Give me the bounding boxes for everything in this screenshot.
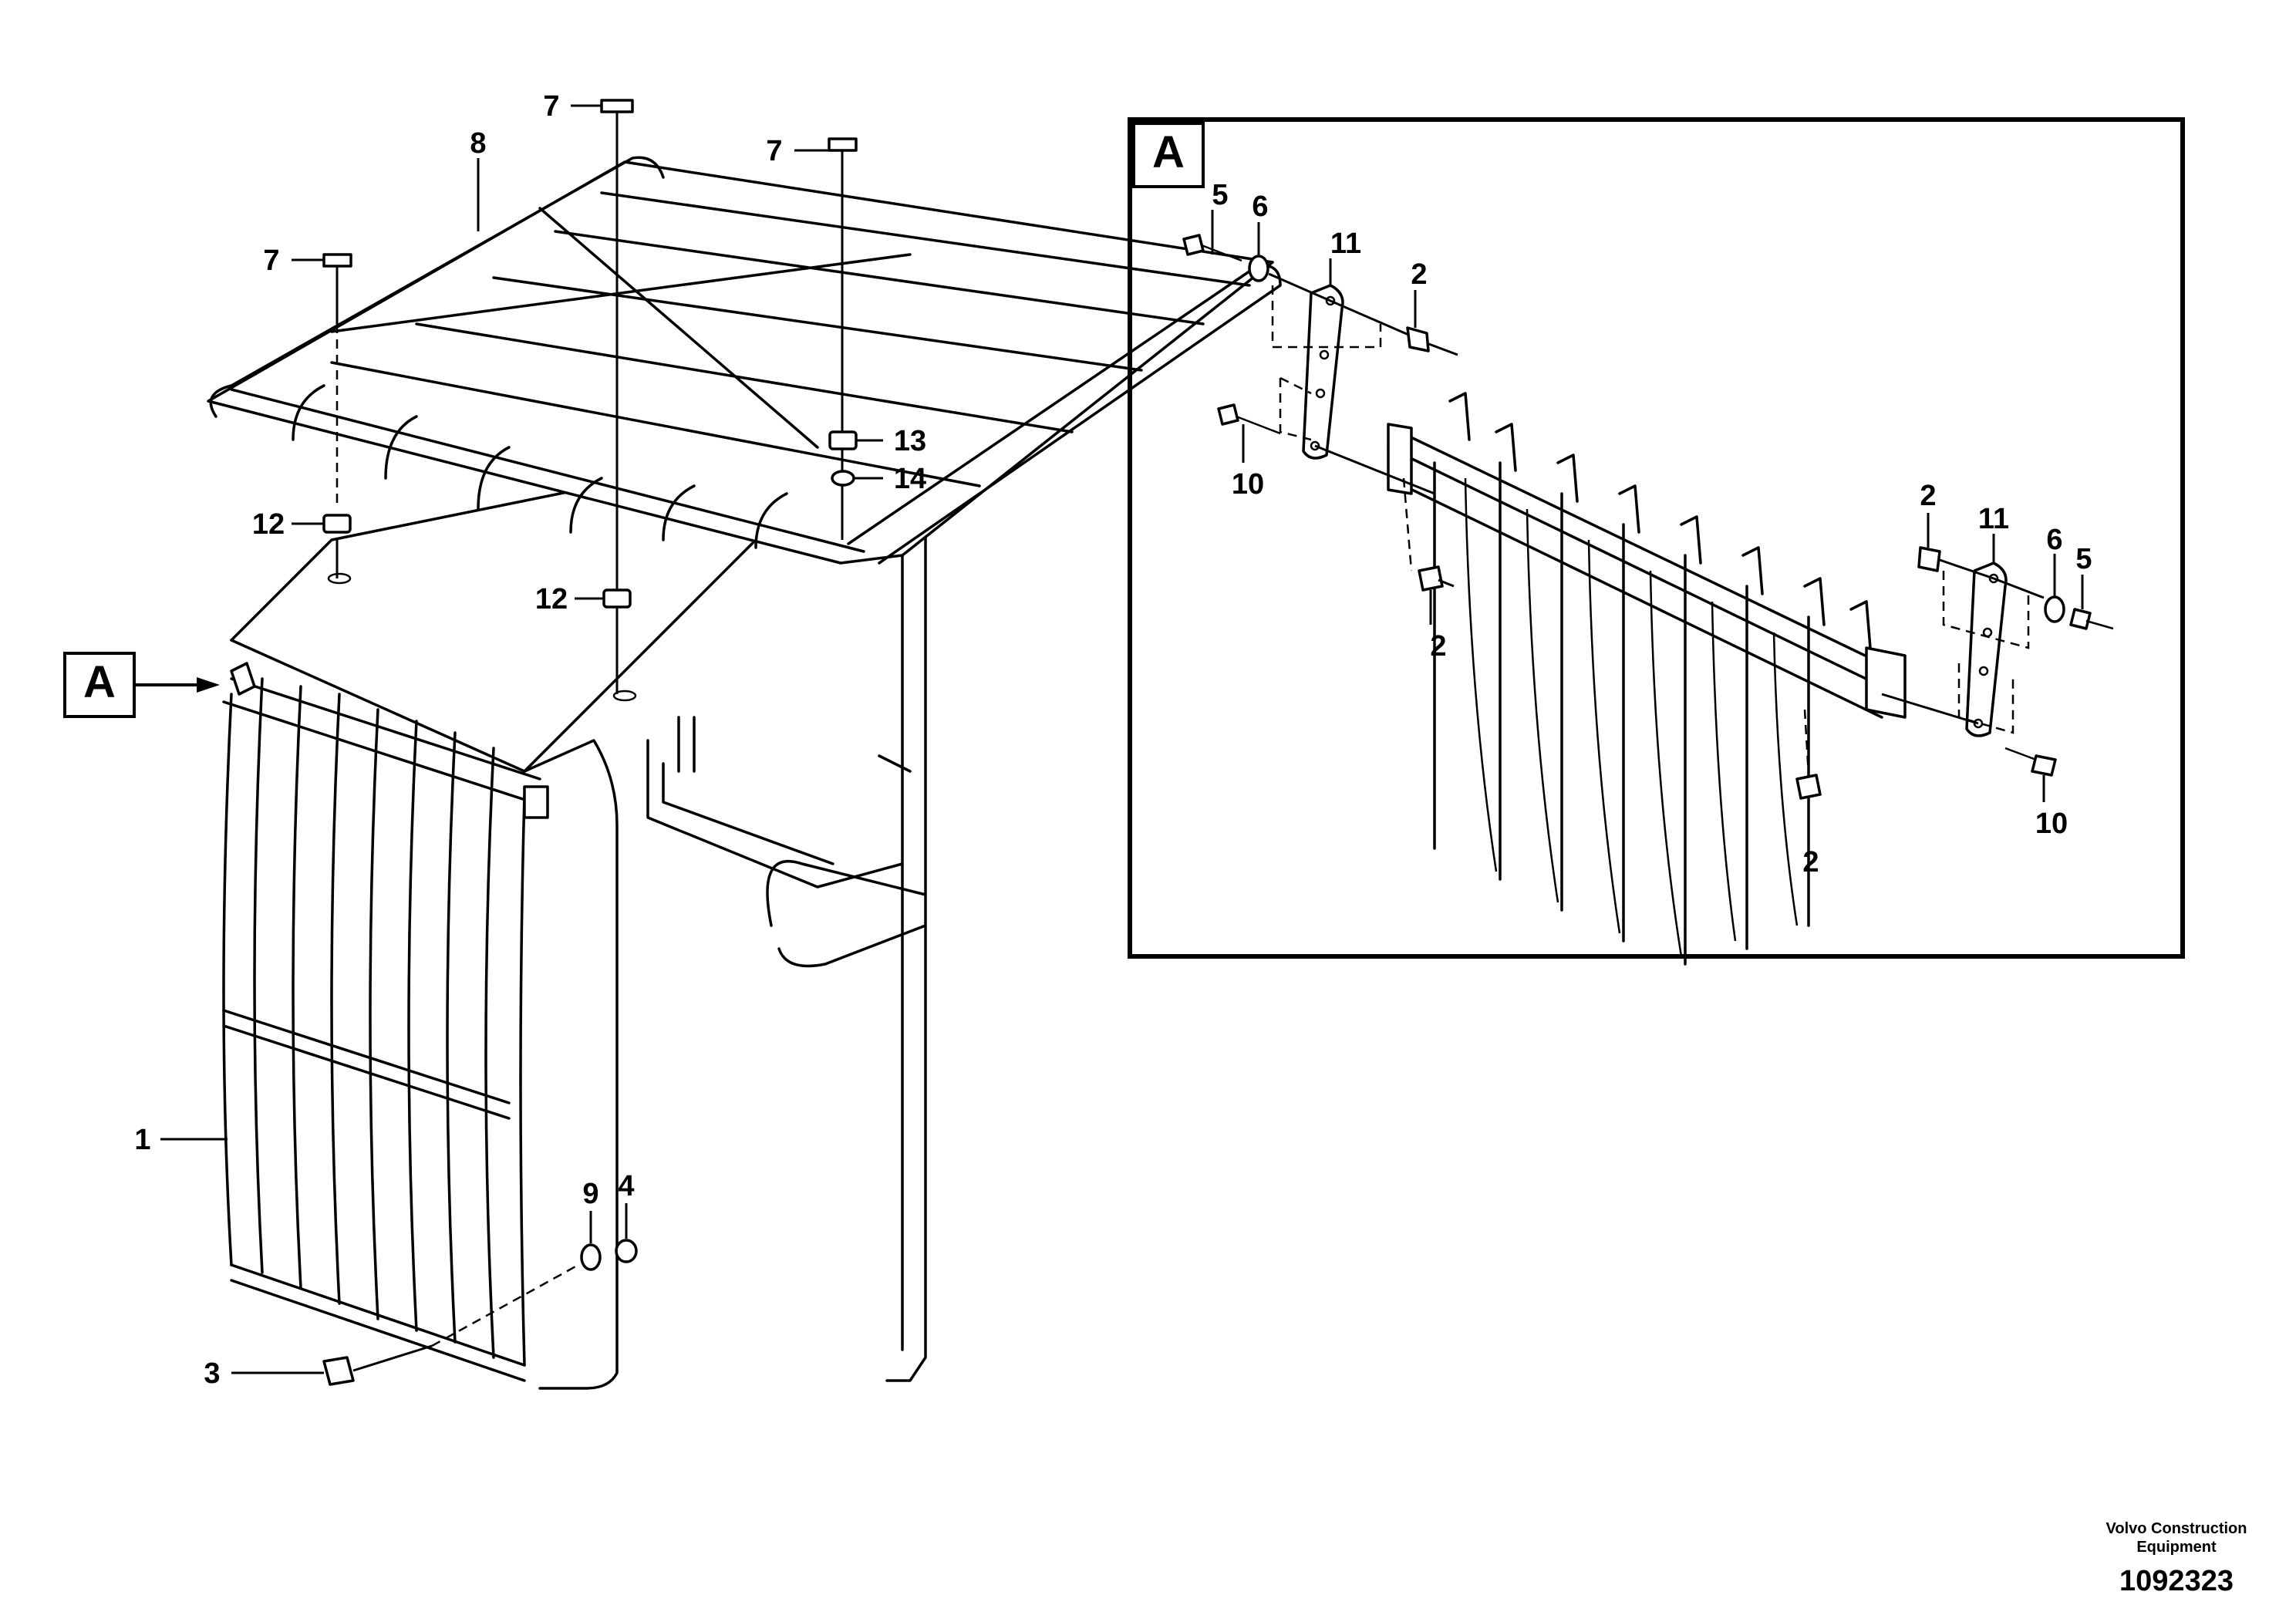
callout-12-left: 12	[252, 508, 285, 541]
spacer-12-center	[602, 588, 632, 609]
main-leaders	[160, 104, 883, 1374]
detail-frame-label: A	[1152, 127, 1185, 177]
detail-left-bracket	[1182, 234, 1458, 592]
callout-4: 4	[618, 1170, 634, 1202]
detail-callout-2-bottom: 2	[1802, 846, 1819, 878]
callout-12-center: 12	[535, 583, 568, 615]
callout-8: 8	[470, 127, 486, 160]
callout-1: 1	[134, 1124, 150, 1156]
spacer-12-left	[322, 514, 352, 534]
detail-callout-2-right: 2	[1920, 480, 1936, 512]
detail-right-bracket	[1795, 546, 2114, 800]
callout-13: 13	[894, 425, 926, 457]
callout-3: 3	[204, 1357, 220, 1390]
callout-9: 9	[582, 1178, 598, 1210]
view-marker-a: A	[63, 652, 220, 718]
detail-callout-2-center: 2	[1430, 630, 1446, 663]
detail-callout-10-right: 10	[2035, 808, 2068, 840]
detail-callout-10-left: 10	[1232, 468, 1264, 501]
washer-9	[580, 1243, 602, 1271]
main-fasteners	[322, 99, 858, 1386]
callout-7-right: 7	[766, 135, 782, 167]
nut-4	[615, 1239, 638, 1263]
stamp-company-line2: Equipment	[2136, 1539, 2217, 1556]
detail-callout-labels: 5 6 11 2 10 2 2 11 6 5 10 2	[1212, 179, 2092, 878]
callout-7-left: 7	[263, 244, 279, 277]
detail-callout-5-left: 5	[1212, 179, 1228, 211]
washer-14	[831, 470, 855, 487]
stamp-company-line1: Volvo Construction	[2106, 1520, 2247, 1537]
callout-14: 14	[894, 463, 926, 495]
drawing-stamp: Volvo Construction Equipment 1092323	[2106, 1520, 2247, 1597]
callout-7-top: 7	[543, 90, 559, 123]
detail-view-a: A	[1128, 117, 2185, 966]
stamp-drawing-number: 1092323	[2119, 1565, 2234, 1597]
bolt-3	[322, 1263, 579, 1386]
detail-grille	[1387, 392, 1907, 966]
detail-callout-11-left: 11	[1330, 228, 1361, 260]
detail-leaders	[1211, 210, 2084, 841]
detail-callout-2-top: 2	[1411, 258, 1427, 291]
front-guard	[222, 662, 549, 1382]
bolt-7-left	[322, 253, 352, 578]
spacer-13	[828, 430, 858, 450]
detail-callout-11-right: 11	[1978, 503, 2009, 535]
main-callout-labels: 7 7 7 8 13 14 12 12 1 9 4 3	[134, 90, 926, 1390]
detail-callout-6-left: 6	[1252, 191, 1268, 223]
view-marker-label: A	[83, 657, 116, 707]
roof-guard	[207, 156, 1282, 565]
detail-callout-5-right: 5	[2075, 543, 2092, 575]
detail-callout-6-right: 6	[2046, 524, 2062, 556]
